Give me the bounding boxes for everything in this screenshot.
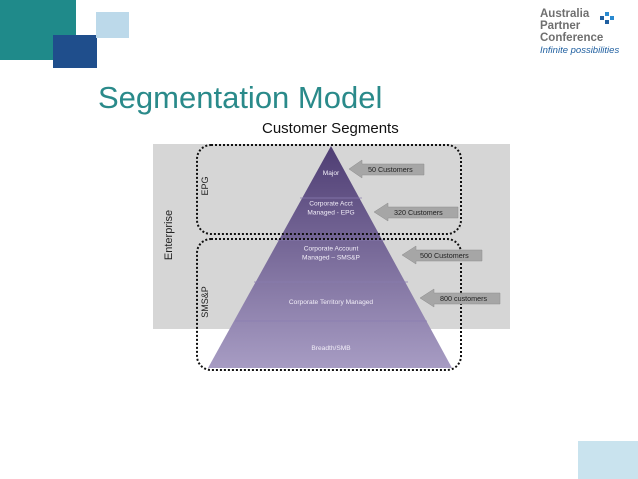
decor-square-corner [578,441,638,479]
diagram-subtitle: Customer Segments [262,120,399,137]
decor-square-lightblue [96,12,129,38]
tier-label: Corporate Territory Managed [289,299,374,306]
logo-line-3: Conference [540,32,604,44]
callout-arrow [373,202,459,222]
pyramid [208,146,452,368]
tier-label: Major [323,170,340,177]
callout-arrow [401,245,483,265]
customer-count-label: 500 Customers [420,251,469,260]
customer-count-label: 800 customers [440,294,488,303]
logo-cross-icon [600,12,614,24]
logo-tagline: Infinite possibilities [540,45,620,56]
enterprise-label: Enterprise [163,209,175,261]
logo-line-2: Partner [540,20,581,32]
tier-label: Corporate Acct [309,201,353,208]
callout-arrow [348,159,425,179]
tier-label: Managed – SMS&P [302,255,361,262]
smsp-label: SMS&P [200,286,210,318]
tier-label: Managed - EPG [307,210,354,217]
tier-label: Corporate Account [304,246,359,253]
epg-label: EPG [200,176,210,196]
smsp-group-outline [196,238,462,371]
logo-line-1: Australia [540,8,590,20]
callout-arrow [419,288,501,308]
conference-logo: Australia Partner Conference Infinite po… [540,8,630,76]
epg-group-outline [196,144,462,235]
page-title: Segmentation Model [98,80,383,115]
customer-count-label: 50 Customers [368,165,413,174]
customer-count-label: 320 Customers [394,208,443,217]
decor-square-navy [53,35,97,68]
tier-label: Breadth/SMB [311,345,351,352]
